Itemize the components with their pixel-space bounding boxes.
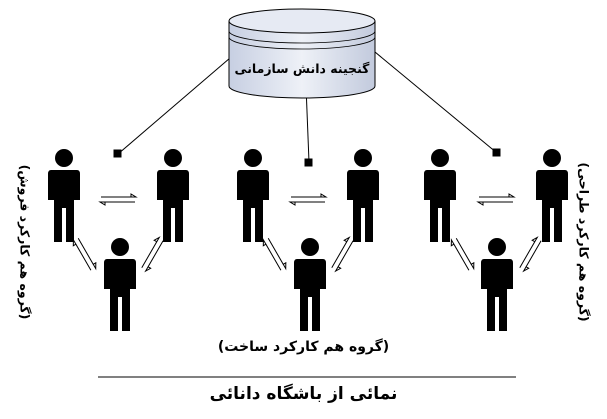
exchange-arrow-icon bbox=[448, 235, 477, 274]
connector-left bbox=[113, 149, 122, 158]
database-label: گنجینه دانش سازمانی bbox=[234, 61, 370, 76]
person-icon bbox=[157, 149, 189, 242]
group-label-design: (گروه هم کارکرد طراحی) bbox=[576, 162, 592, 322]
connector-middle bbox=[304, 158, 313, 167]
person-icon bbox=[536, 149, 568, 242]
database-cylinder-icon bbox=[228, 8, 376, 99]
person-icon bbox=[104, 238, 136, 331]
person-icon bbox=[48, 149, 80, 242]
person-icon bbox=[481, 238, 513, 331]
person-icon bbox=[347, 149, 379, 242]
exchange-arrow-icon bbox=[99, 193, 137, 206]
person-icon bbox=[424, 149, 456, 242]
connection-lines bbox=[113, 51, 501, 167]
person-icon bbox=[237, 149, 269, 242]
group-label-sales: (گروه هم کارکرد فروش) bbox=[17, 164, 33, 320]
line-to-middle-group bbox=[305, 85, 310, 163]
line-to-left-group bbox=[117, 51, 238, 155]
exchange-arrow-icon bbox=[70, 235, 99, 274]
exchange-arrow-icon bbox=[516, 235, 545, 274]
person-icon bbox=[294, 238, 326, 331]
exchange-arrow-icon bbox=[477, 193, 515, 206]
exchange-arrow-icon bbox=[138, 235, 167, 274]
exchange-arrow-icon bbox=[328, 235, 357, 274]
line-to-right-group bbox=[374, 51, 498, 154]
exchange-arrow-icon bbox=[289, 193, 327, 206]
connector-right bbox=[492, 148, 501, 157]
exchange-arrow-icon bbox=[260, 235, 289, 274]
group-label-production: (گروه هم کارکرد ساخت) bbox=[217, 339, 390, 355]
diagram-caption: نمائی از باشگاه دانائی bbox=[209, 384, 398, 404]
people bbox=[48, 149, 568, 331]
